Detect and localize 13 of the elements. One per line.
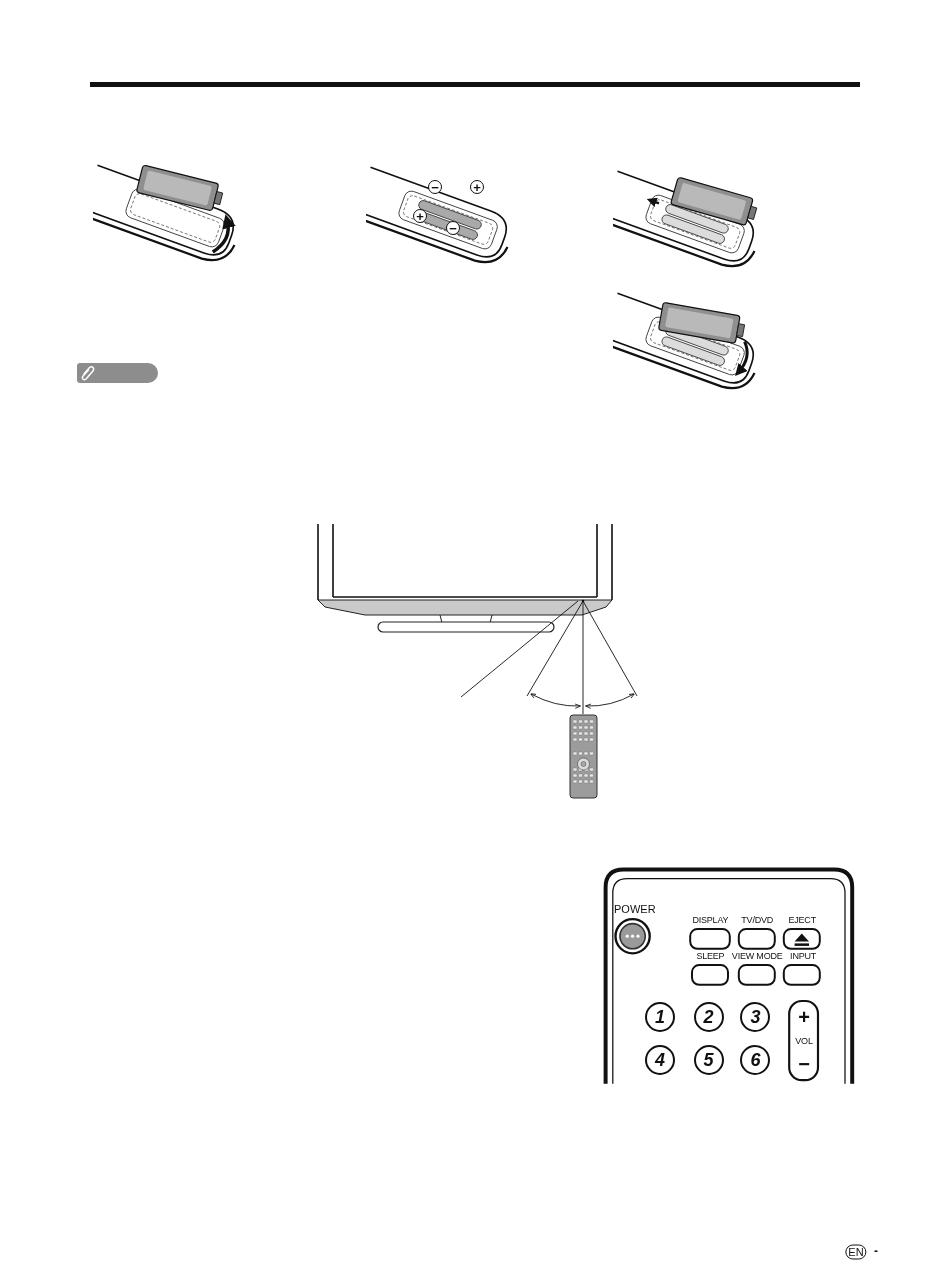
- button-label: VIEW MODE: [731, 951, 783, 961]
- minus-sign: −: [428, 180, 442, 194]
- button-label: POWER: [614, 903, 656, 915]
- button-label: EJECT: [788, 915, 816, 925]
- plus-sign: +: [470, 180, 484, 194]
- page-number: -: [874, 1245, 878, 1257]
- button-label: INPUT: [790, 951, 817, 961]
- button-label: SLEEP: [696, 951, 725, 961]
- plus-sign: +: [798, 1007, 810, 1028]
- button-label: VOL: [795, 1036, 813, 1046]
- button-label: DISPLAY: [692, 915, 729, 925]
- minus-sign: −: [798, 1054, 810, 1074]
- button-label: TV/DVD: [741, 915, 774, 925]
